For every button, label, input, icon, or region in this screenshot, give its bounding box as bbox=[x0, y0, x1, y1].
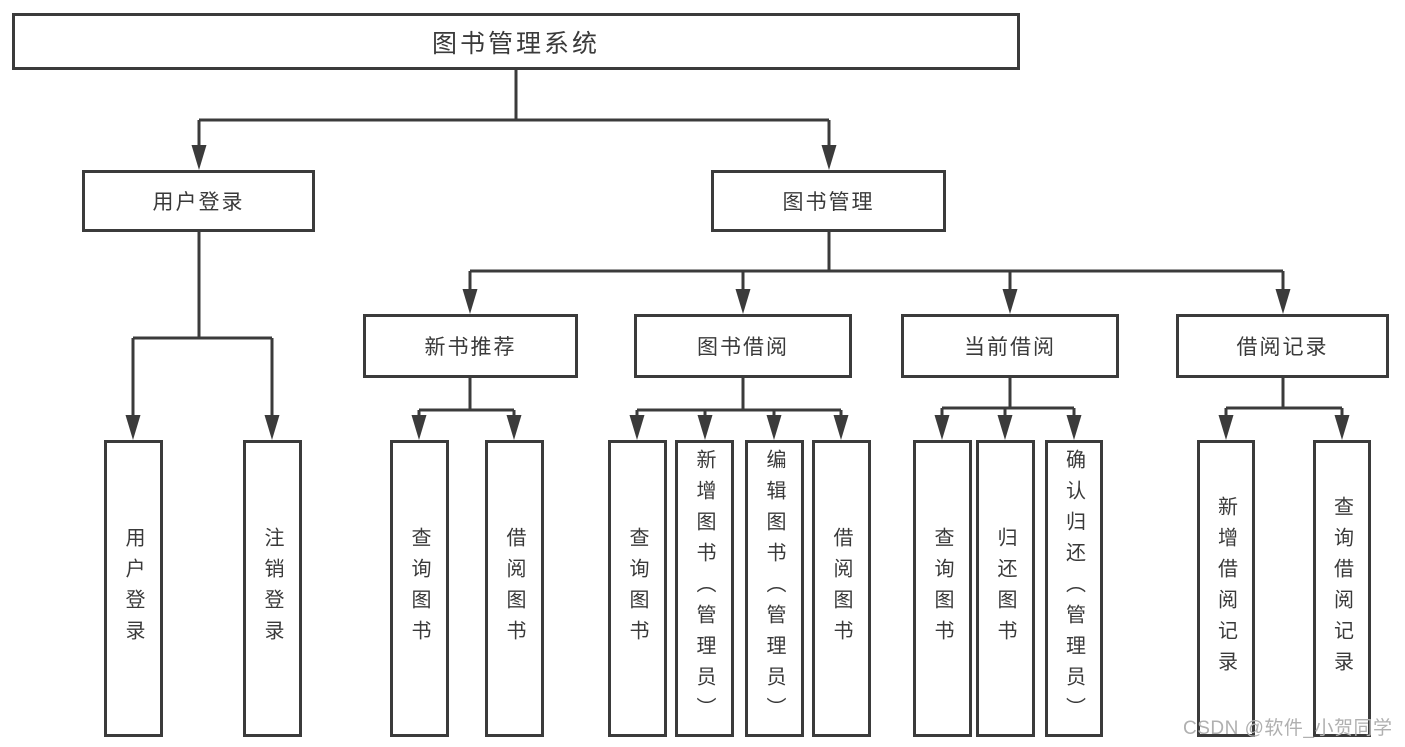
leaf-borrow-books: 借阅图书 bbox=[812, 440, 871, 737]
node-book-borrow: 图书借阅 bbox=[634, 314, 852, 378]
leaf-query-books-current: 查询图书 bbox=[913, 440, 972, 737]
connector-root-to-level2 bbox=[191, 70, 837, 170]
node-library-management-system: 图书管理系统 bbox=[12, 13, 1020, 70]
node-new-book-recommend: 新书推荐 bbox=[363, 314, 578, 378]
leaf-logout: 注销登录 bbox=[243, 440, 302, 737]
leaf-return-books: 归还图书 bbox=[976, 440, 1035, 737]
connector-book-management-to-level3 bbox=[462, 232, 1291, 314]
connector-borrow-records-to-leaves bbox=[1218, 378, 1350, 440]
leaf-query-borrow-record: 查询借阅记录 bbox=[1313, 440, 1371, 737]
node-borrow-records: 借阅记录 bbox=[1176, 314, 1389, 378]
node-current-borrow: 当前借阅 bbox=[901, 314, 1119, 378]
leaf-query-books-borrow: 查询图书 bbox=[608, 440, 667, 737]
csdn-watermark: CSDN @软件_小贺同学 bbox=[1183, 718, 1393, 739]
node-user-login: 用户登录 bbox=[82, 170, 315, 232]
connector-book-borrow-to-leaves bbox=[629, 378, 849, 440]
leaf-query-books-recommend: 查询图书 bbox=[390, 440, 449, 737]
connector-user-login-to-leaves bbox=[125, 232, 280, 440]
connector-current-borrow-to-leaves bbox=[934, 378, 1082, 440]
leaf-borrow-books-recommend: 借阅图书 bbox=[485, 440, 544, 737]
leaf-confirm-return-admin: 确认归还（管理员） bbox=[1045, 440, 1103, 737]
node-book-management: 图书管理 bbox=[711, 170, 946, 232]
leaf-user-login: 用户登录 bbox=[104, 440, 163, 737]
connector-new-book-recommend-to-leaves bbox=[411, 378, 522, 440]
leaf-add-borrow-record: 新增借阅记录 bbox=[1197, 440, 1255, 737]
leaf-edit-books-admin: 编辑图书（管理员） bbox=[745, 440, 804, 737]
leaf-add-books-admin: 新增图书（管理员） bbox=[675, 440, 734, 737]
